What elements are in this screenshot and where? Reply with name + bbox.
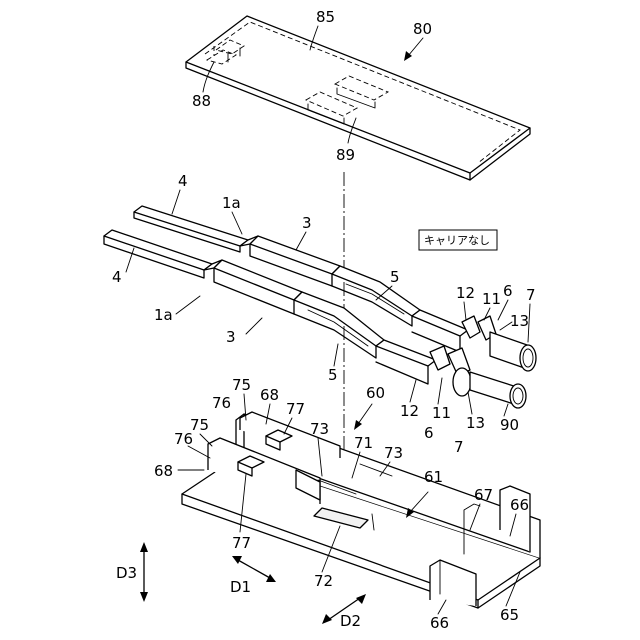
label-80: 80 [413,20,432,38]
label-65: 65 [500,606,519,624]
label-5-top: 5 [390,268,400,286]
label-76-bottom: 76 [174,430,193,448]
label-1a-bottom: 1a [154,306,173,324]
label-12-bottom: 12 [400,402,419,420]
label-d3: D3 [116,564,137,582]
label-85: 85 [316,8,335,26]
label-6-top: 6 [503,282,513,300]
label-13-top: 13 [510,312,529,330]
axis-d3 [140,542,148,602]
label-66-top: 66 [510,496,529,514]
label-d1: D1 [230,578,251,596]
cover-plate [186,16,530,180]
label-1a-top: 1a [222,194,241,212]
label-89: 89 [336,146,355,164]
label-68-bottom: 68 [154,462,173,480]
note-box: キャリアなし [419,230,497,250]
label-77-bottom: 77 [232,534,251,552]
label-66-bottom: 66 [430,614,449,632]
label-13-bottom: 13 [466,414,485,432]
label-7-bottom: 7 [454,438,464,456]
label-68-top: 68 [260,386,279,404]
label-67: 67 [474,486,493,504]
label-73-bottom: 73 [384,444,403,462]
label-6-bottom: 6 [424,424,434,442]
note-text: キャリアなし [424,234,490,247]
label-12-top: 12 [456,284,475,302]
label-11-top: 11 [482,290,501,308]
label-4-bottom: 4 [112,268,122,286]
label-61: 61 [424,468,443,486]
label-77-top: 77 [286,400,305,418]
label-76-top: 76 [212,394,231,412]
label-71: 71 [354,434,373,452]
label-d2: D2 [340,612,361,630]
label-3-bottom: 3 [226,328,236,346]
label-11-bottom: 11 [432,404,451,422]
label-73-top: 73 [310,420,329,438]
label-88: 88 [192,92,211,110]
label-90: 90 [500,416,519,434]
label-4-top: 4 [178,172,188,190]
label-5-bottom: 5 [328,366,338,384]
label-75-top: 75 [232,376,251,394]
label-72: 72 [314,572,333,590]
label-3-top: 3 [302,214,312,232]
label-7-top: 7 [526,286,536,304]
label-60: 60 [366,384,385,402]
